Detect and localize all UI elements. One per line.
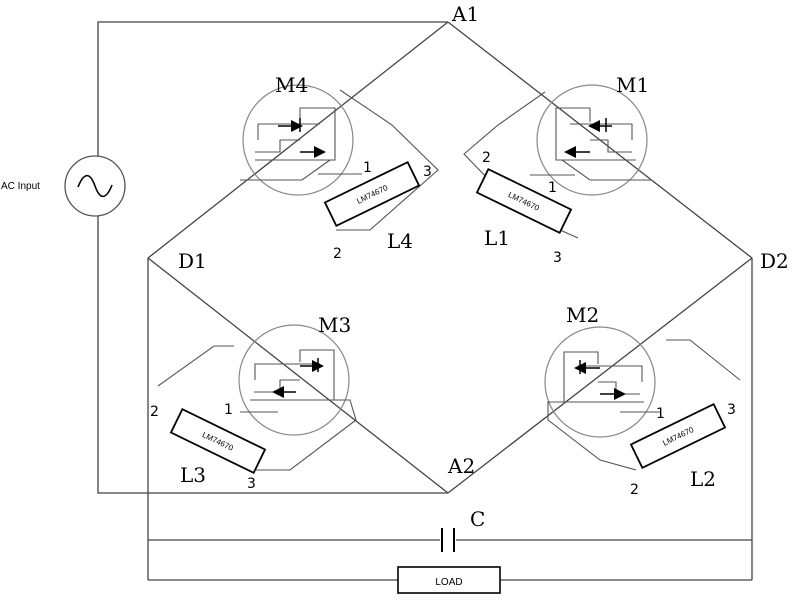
mosfet-m3 (157, 324, 357, 471)
bridge-wires (97, 21, 753, 581)
ac-source: AC Input (1, 155, 126, 217)
controller-l3: LM74670 1 2 3 L3 (150, 402, 267, 492)
controller-l1: LM74670 1 2 3 L1 (475, 150, 573, 266)
mosfet-m2 (544, 326, 741, 471)
chip-l1 (475, 167, 573, 235)
l1-pin-2: 2 (482, 150, 491, 166)
m3-label: M3 (318, 313, 351, 337)
l2-label: L2 (690, 467, 716, 491)
node-d1-label: D1 (178, 249, 207, 273)
load-box (397, 566, 501, 594)
capacitor-label: C (470, 507, 485, 531)
m2-label: M2 (566, 303, 599, 327)
chip-l2 (629, 402, 727, 470)
l2-pin-1: 1 (656, 406, 665, 422)
l3-pin-2: 2 (150, 404, 159, 420)
l3-label: L3 (180, 463, 206, 487)
ac-input-label: AC Input (1, 181, 40, 192)
l1-pin-1: 1 (548, 180, 557, 196)
capacitor: C (441, 507, 485, 552)
l4-pin-3: 3 (423, 164, 432, 180)
l3-pin-3: 3 (247, 476, 256, 492)
l4-pin-1: 1 (363, 160, 372, 176)
l4-pin-2: 2 (333, 246, 342, 262)
node-a2-label: A2 (447, 454, 475, 478)
l2-pin-3: 3 (727, 402, 736, 418)
mosfet-m4 (240, 84, 439, 231)
l4-label: L4 (387, 229, 413, 253)
l1-pin-3: 3 (553, 250, 562, 266)
m1-label: M1 (616, 73, 649, 97)
controller-l4: LM74670 1 2 3 L4 (323, 160, 432, 262)
l3-pin-1: 1 (224, 402, 233, 418)
load-label: LOAD (435, 577, 462, 588)
load: LOAD (397, 566, 501, 594)
l2-pin-2: 2 (630, 482, 639, 498)
controller-l2: LM74670 1 2 3 L2 (629, 402, 736, 498)
m4-label: M4 (275, 73, 308, 97)
chip-l3 (169, 407, 267, 475)
l1-label: L1 (484, 226, 510, 250)
chip-l4 (323, 160, 421, 228)
node-d2-label: D2 (760, 249, 789, 273)
node-a1-label: A1 (451, 2, 479, 26)
